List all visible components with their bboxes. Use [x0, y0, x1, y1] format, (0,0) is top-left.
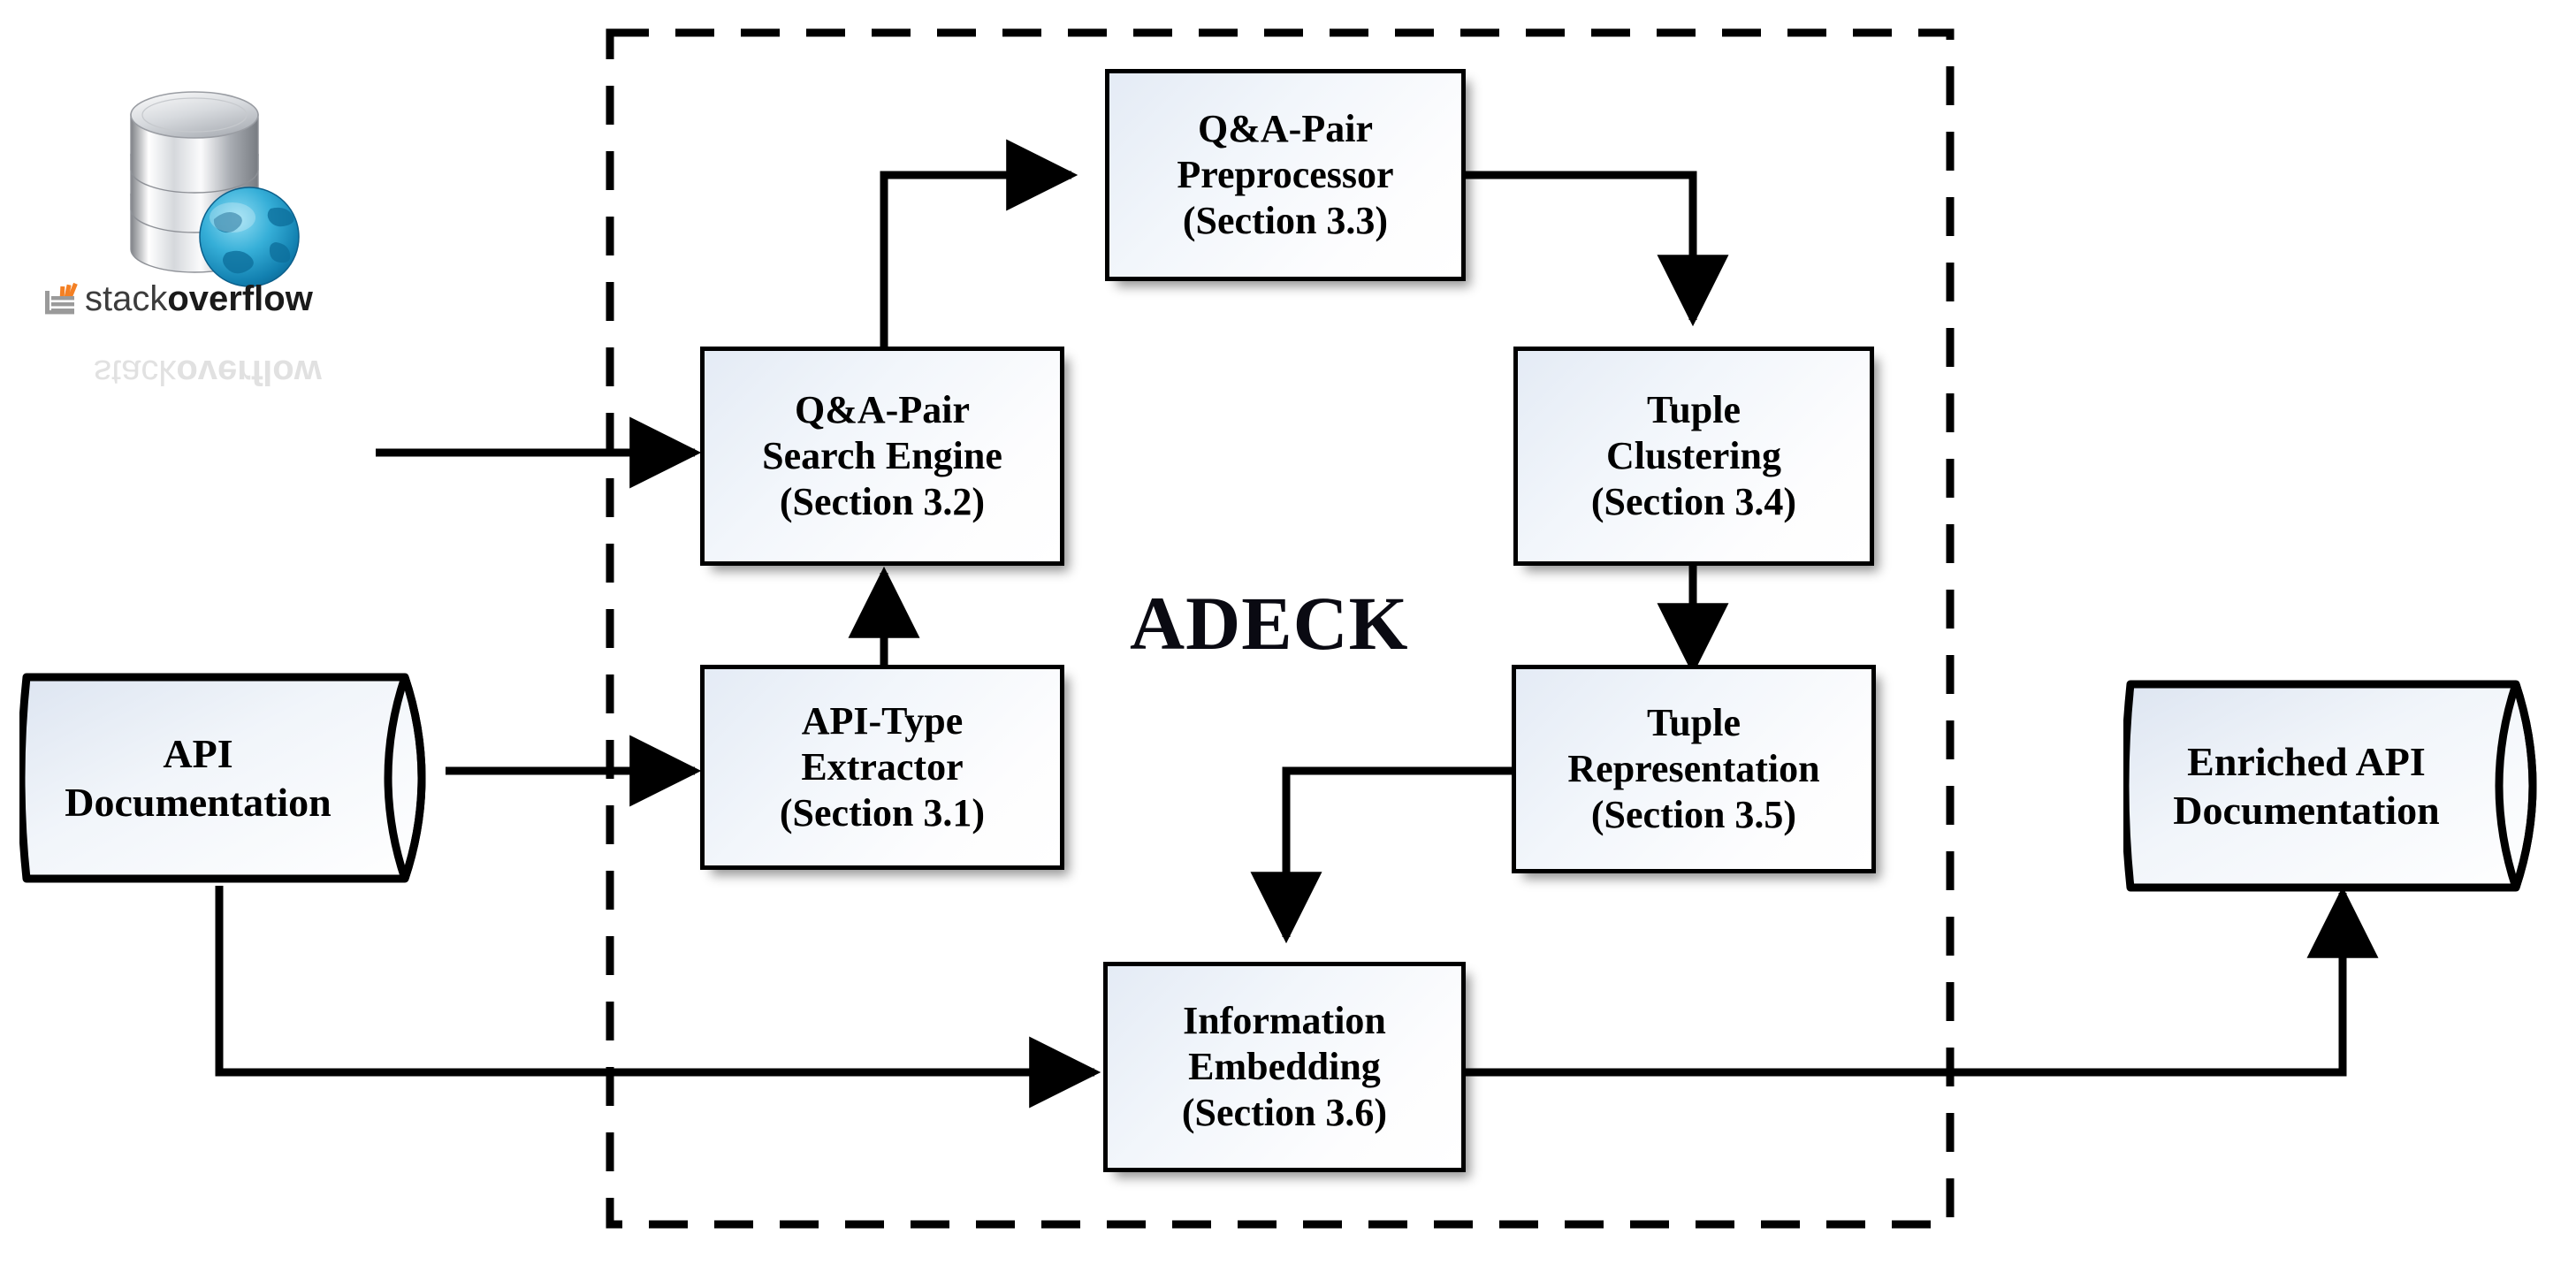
stackoverflow-source: stackoverflow stackoverflow	[45, 62, 371, 433]
node-tuple-clustering[interactable]: Tuple Clustering (Section 3.4)	[1513, 347, 1874, 566]
node-line-3: (Section 3.5)	[1590, 792, 1797, 836]
edge-tuplerepr-to-infoembed	[1250, 766, 1512, 944]
node-tuple-representation[interactable]: Tuple Representation (Section 3.5)	[1512, 665, 1876, 873]
stackoverflow-logo-icon	[45, 282, 78, 315]
cylinder-shape	[2121, 680, 2537, 892]
node-line-3: (Section 3.2)	[779, 479, 986, 523]
node-line-3: (Section 3.4)	[1590, 479, 1797, 523]
node-line-3: (Section 3.1)	[779, 790, 986, 834]
stackoverflow-wordmark: stackoverflow	[44, 279, 313, 319]
node-line-2: Embedding	[1188, 1045, 1381, 1089]
node-line-2: Preprocessor	[1177, 153, 1394, 197]
edge-apidoc-to-infoembed	[215, 886, 1101, 1109]
adeck-title: ADECK	[1130, 581, 1409, 666]
edge-infoembed-to-enriched	[1463, 886, 2379, 1077]
node-line-3: (Section 3.3)	[1182, 198, 1389, 242]
node-line-1: Tuple	[1646, 388, 1741, 432]
node-line-1: Tuple	[1646, 701, 1741, 745]
node-qa-pair-search-engine[interactable]: Q&A-Pair Search Engine (Section 3.2)	[700, 347, 1064, 566]
node-api-type-extractor[interactable]: API-Type Extractor (Section 3.1)	[700, 665, 1064, 870]
node-line-3: (Section 3.6)	[1181, 1090, 1388, 1134]
database-globe-icon	[130, 91, 300, 287]
edge-qapreproc-to-tupleclust	[1466, 171, 1729, 327]
node-information-embedding[interactable]: Information Embedding (Section 3.6)	[1103, 962, 1466, 1172]
node-line-1: Information	[1183, 999, 1386, 1043]
cylinder-shape	[17, 673, 426, 883]
node-line-2: Search Engine	[762, 434, 1002, 478]
node-line-2: Clustering	[1606, 434, 1781, 478]
node-qa-pair-preprocessor[interactable]: Q&A-Pair Preprocessor (Section 3.3)	[1105, 69, 1466, 281]
node-line-2: Representation	[1567, 747, 1820, 791]
node-line-2: Extractor	[801, 745, 964, 789]
node-line-1: Q&A-Pair	[795, 388, 970, 432]
node-line-1: API-Type	[801, 699, 964, 743]
edge-qasearch-to-qapreproc	[880, 139, 1078, 347]
stackoverflow-wordmark-reflection: stackoverflow	[94, 353, 322, 392]
node-line-1: Q&A-Pair	[1198, 107, 1373, 151]
